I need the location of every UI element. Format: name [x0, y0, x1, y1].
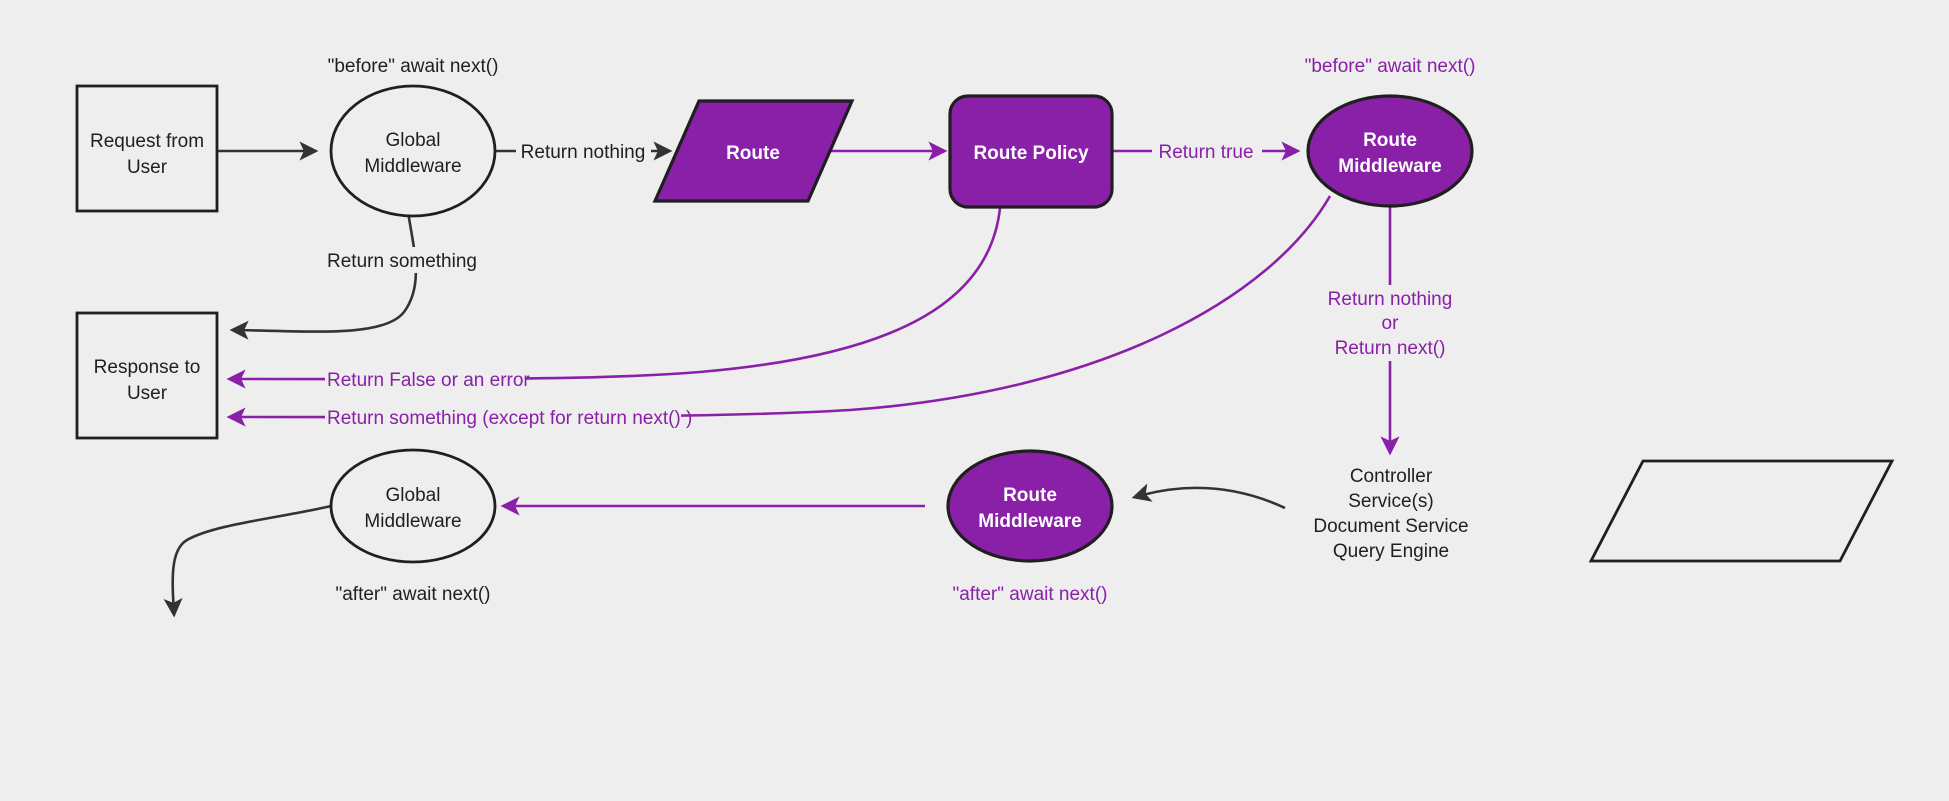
edge-label-return-true: Return true — [1152, 138, 1262, 164]
global-middleware-before-line2: Middleware — [364, 156, 461, 177]
node-controller[interactable]: Controller Service(s) Document Service Q… — [1313, 459, 1895, 563]
return-nothing-or-next-line2: or — [1382, 313, 1400, 334]
edge-label-return-something-top: Return something — [325, 247, 480, 273]
route-policy-label: Route Policy — [973, 143, 1089, 164]
node-route-policy[interactable]: Route Policy — [948, 94, 1114, 209]
route-middleware-after-line2: Middleware — [978, 511, 1081, 532]
route-middleware-before-line1: Route — [1363, 130, 1417, 151]
response-to-user-line2: User — [127, 383, 168, 404]
route-label: Route — [726, 143, 780, 164]
route-middleware-after-line1: Route — [1003, 485, 1057, 506]
edge-label-return-nothing-or-next: Return nothing or Return next() — [1313, 285, 1468, 361]
node-global-middleware-before[interactable]: Global Middleware — [329, 84, 497, 218]
controller-line3: Document Service — [1313, 516, 1468, 537]
annotation-before-route-middleware: "before" await next() — [1305, 56, 1476, 77]
return-nothing-or-next-line1: Return nothing — [1328, 289, 1453, 310]
return-nothing-text: Return nothing — [521, 142, 646, 163]
controller-line4: Query Engine — [1333, 541, 1449, 562]
route-middleware-before-line2: Middleware — [1338, 156, 1441, 177]
request-from-user-line1: Request from — [90, 131, 204, 152]
node-global-middleware-after[interactable]: Global Middleware — [329, 448, 497, 564]
node-route[interactable]: Route — [652, 99, 855, 203]
return-something-except-text: Return something (except for return next… — [327, 408, 692, 429]
return-true-text: Return true — [1158, 142, 1253, 163]
node-request-from-user[interactable]: Request from User — [75, 84, 219, 213]
edge-label-return-something-except: Return something (except for return next… — [325, 404, 692, 430]
node-route-middleware-before[interactable]: Route Middleware — [1306, 94, 1474, 208]
global-middleware-after-line2: Middleware — [364, 511, 461, 532]
annotation-after-route-middleware: "after" await next() — [953, 584, 1108, 605]
edge-label-return-nothing: Return nothing — [516, 138, 651, 164]
annotation-before-global-middleware: "before" await next() — [328, 56, 499, 77]
request-from-user-line2: User — [127, 157, 168, 178]
node-route-middleware-after[interactable]: Route Middleware — [946, 449, 1114, 563]
edge-label-return-false-or-error: Return False or an error — [325, 366, 530, 392]
node-response-to-user[interactable]: Response to User — [75, 311, 219, 440]
edge-global-middleware-after-to-response — [163, 504, 332, 618]
controller-line1: Controller — [1350, 466, 1433, 487]
global-middleware-after-line1: Global — [386, 485, 441, 506]
return-something-top-text: Return something — [327, 251, 477, 272]
edge-controller-to-route-middleware-after — [1131, 483, 1286, 510]
controller-line2: Service(s) — [1348, 491, 1434, 512]
global-middleware-before-line1: Global — [386, 130, 441, 151]
annotation-after-global-middleware: "after" await next() — [336, 584, 491, 605]
edge-route-policy-to-response-false — [226, 207, 1002, 389]
response-to-user-line1: Response to — [94, 357, 201, 378]
return-false-or-error-text: Return False or an error — [327, 370, 530, 391]
return-nothing-or-next-line3: Return next() — [1335, 338, 1446, 359]
